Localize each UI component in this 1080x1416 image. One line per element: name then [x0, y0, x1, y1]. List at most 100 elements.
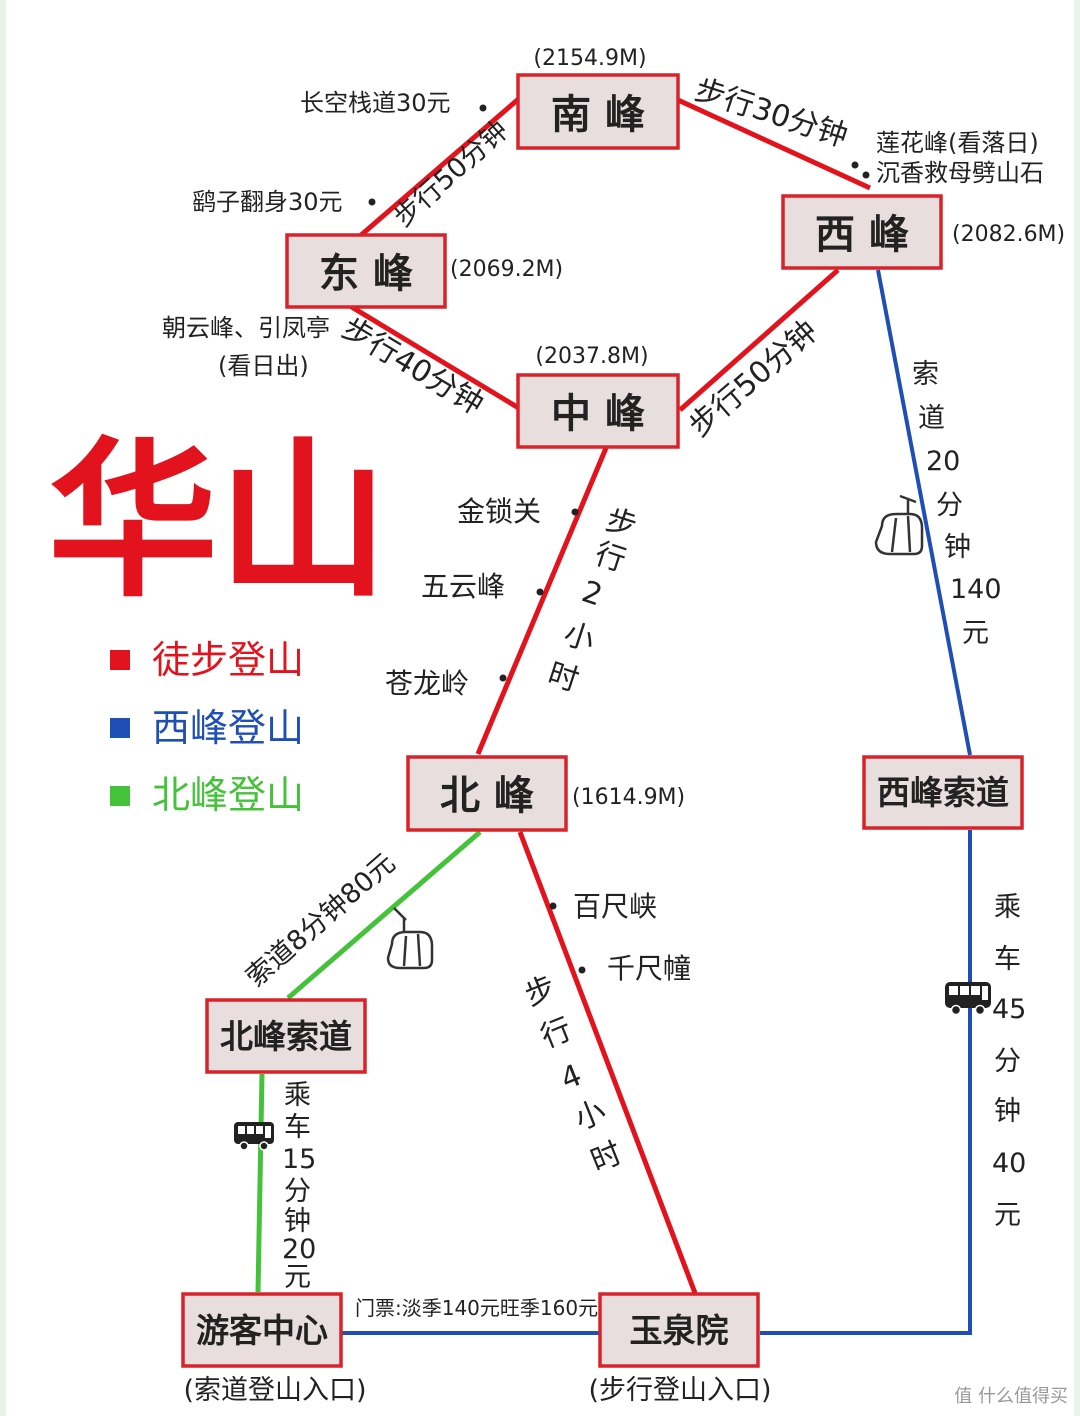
route-label-center-north-char: 时 [544, 656, 583, 699]
station-west-cable-name: 西峰索道 [877, 773, 1009, 812]
spot-wuyun: 五云峰 [421, 570, 505, 603]
visitor-center-entry-note: (索道登山入口) [183, 1375, 366, 1406]
route-label-west-cable-char: 索 [912, 359, 939, 390]
station-north-cable: 北峰索道 [205, 998, 367, 1074]
spot-lianhua-dot [851, 161, 859, 169]
bus-icon [945, 982, 991, 1016]
yuquan-entry-note: (步行登山入口) [588, 1375, 771, 1406]
route-label-bus-west-char: 分 [994, 1046, 1021, 1077]
route-line-south-west [676, 97, 872, 191]
legend: 徒步登山 西峰登山 北峰登山 [110, 638, 304, 817]
route-label-east-center: 步行40分钟 [336, 311, 490, 422]
spot-canglong: 苍龙岭 [385, 667, 469, 700]
station-north-cable-name: 北峰索道 [220, 1017, 352, 1056]
route-lines [255, 94, 972, 1335]
route-line-center-west [678, 268, 840, 412]
route-label-west-cable-char: 140 [950, 574, 1002, 605]
spot-changkong: 长空栈道30元 [300, 89, 451, 117]
route-label-bus-west-char: 元 [994, 1200, 1021, 1231]
peak-east-elevation: (2069.2M) [450, 257, 563, 282]
route-label-bus-west-char: 乘 [994, 892, 1021, 923]
bus-icon [234, 1122, 274, 1151]
spot-lianhua: 莲花峰(看落日) [876, 129, 1039, 157]
spot-kanrichu: (看日出) [218, 352, 309, 380]
route-label-north-yuquan-char: 时 [586, 1136, 627, 1180]
station-yuquan: 玉泉院 (步行登山入口) [588, 1292, 772, 1406]
peak-center-elevation: (2037.8M) [535, 344, 648, 369]
route-label-bus-west-char: 45 [992, 994, 1026, 1025]
route-label-center-north: 步 行 2 小 时 [544, 502, 641, 699]
spot-changkong-dot [479, 104, 487, 112]
route-label-west-cable-char: 道 [918, 403, 945, 434]
legend-label-north: 北峰登山 [152, 773, 304, 817]
route-line-east-center [348, 303, 524, 413]
route-label-west-cable: 索 道 20 分 钟 140 元 [912, 359, 1002, 649]
route-label-center-west: 步行50分钟 [682, 314, 824, 444]
route-line-bus-north [255, 1073, 265, 1293]
peak-north-elevation: (1614.9M) [572, 785, 685, 810]
route-label-bus-north-char: 车 [284, 1112, 311, 1143]
peak-west-elevation: (2082.6M) [952, 222, 1065, 247]
legend-swatch-west [110, 718, 130, 738]
cable-car-icon [386, 907, 434, 970]
spot-wuyun-dot [536, 588, 544, 596]
cable-car-icon [874, 494, 924, 556]
route-label-center-north-char: 行 [591, 536, 630, 579]
route-label-bus-north-char: 分 [284, 1176, 311, 1207]
route-label-bus-north-char: 乘 [284, 1080, 311, 1111]
watermark: 值 什么值得买 [954, 1386, 1068, 1407]
peak-center-name: 中 峰 [551, 391, 645, 437]
station-yuquan-name: 玉泉院 [630, 1311, 729, 1350]
route-label-bus-west-char: 钟 [994, 1096, 1021, 1127]
route-label-bus-north-char: 20 [282, 1234, 316, 1265]
route-line-bus-west [760, 830, 972, 1335]
spot-baichi-dot [549, 902, 557, 910]
peak-west: 西 峰 (2082.6M) [781, 194, 1065, 270]
route-label-bus-west-char: 40 [992, 1148, 1026, 1179]
route-label-west-cable-char: 分 [936, 490, 963, 521]
route-label-north-yuquan-char: 4 [556, 1058, 587, 1098]
route-label-bus-north-char: 15 [282, 1144, 316, 1175]
spot-qianchi-dot [578, 966, 586, 974]
route-label-west-cable-char: 元 [962, 618, 989, 649]
spot-chenxiang-dot [862, 171, 870, 179]
route-label-east-south: 步行50分钟 [388, 115, 515, 233]
spot-jinsuo: 金锁关 [457, 495, 541, 528]
route-label-bus-west: 乘 车 45 分 钟 40 元 [992, 892, 1026, 1231]
station-west-cable: 西峰索道 [862, 755, 1024, 830]
spot-qianchi: 千尺幢 [607, 952, 691, 985]
peak-north-name: 北 峰 [440, 773, 534, 819]
peak-south-name: 南 峰 [551, 92, 645, 138]
route-line-east-south [358, 94, 524, 238]
map-title: 华山 [48, 423, 388, 621]
route-line-north-cable [286, 830, 482, 1000]
ticket-price-label: 门票:淡季140元旺季160元 [355, 1296, 598, 1320]
route-line-north-yuquan [517, 831, 698, 1294]
peak-center: 中 峰 (2037.8M) [516, 344, 680, 449]
spot-zhaoyun: 朝云峰、引凤亭 [162, 314, 330, 342]
legend-item-west: 西峰登山 [110, 706, 304, 750]
peak-south-elevation: (2154.9M) [533, 46, 646, 71]
legend-label-hiking: 徒步登山 [152, 638, 304, 682]
station-visitor-center-name: 游客中心 [196, 1311, 328, 1350]
route-label-bus-north-char: 元 [284, 1262, 311, 1293]
spot-canglong-dot [499, 674, 507, 682]
legend-swatch-north [110, 786, 130, 806]
route-label-north-yuquan-char: 小 [570, 1094, 611, 1138]
spot-chenxiang: 沉香救母劈山石 [876, 159, 1044, 187]
peak-north: 北 峰 (1614.9M) [406, 755, 685, 832]
route-label-north-yuquan-char: 步 [520, 970, 561, 1014]
route-label-west-cable-char: 钟 [944, 532, 971, 563]
spot-yaozi: 鹞子翻身30元 [192, 188, 343, 216]
route-label-bus-north-char: 钟 [284, 1206, 311, 1237]
route-label-bus-west-char: 车 [994, 944, 1021, 975]
scenic-spots: 长空栈道30元 鹞子翻身30元 莲花峰(看落日) 沉香救母劈山石 朝云峰、引凤亭… [162, 89, 1044, 985]
legend-label-west: 西峰登山 [152, 706, 304, 750]
legend-item-hiking: 徒步登山 [110, 638, 304, 682]
route-label-center-north-char: 2 [578, 574, 607, 613]
station-visitor-center: 游客中心 (索道登山入口) [181, 1292, 367, 1406]
route-label-west-cable-char: 20 [926, 446, 960, 477]
route-line-west-cable [876, 269, 972, 756]
route-label-north-yuquan-char: 行 [536, 1012, 577, 1056]
